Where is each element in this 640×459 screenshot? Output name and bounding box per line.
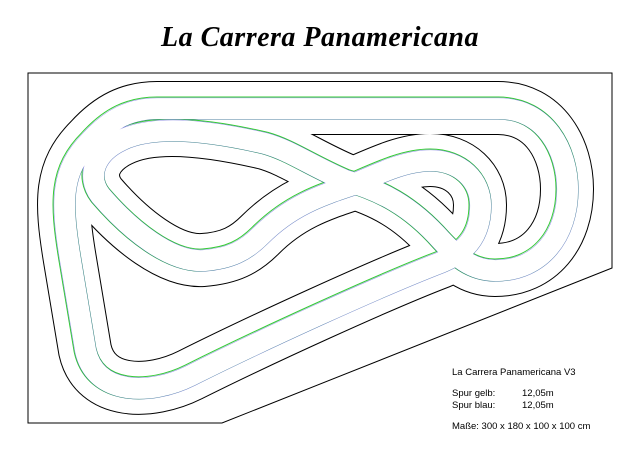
dimensions: Maße: 300 x 180 x 100 x 100 cm (452, 421, 591, 432)
lane-length-row: Spur blau: 12,05m (452, 400, 590, 412)
layout-name: La Carrera Panamericana V3 (452, 367, 576, 378)
lane-label: Spur gelb: (452, 388, 496, 399)
track-surface (64, 108, 567, 388)
info-box: La Carrera Panamericana V3 Spur gelb: 12… (452, 367, 590, 433)
table-outline (27, 72, 613, 424)
lane-label: Spur blau: (452, 400, 496, 411)
lane-length-row: Spur gelb: 12,05m (452, 388, 590, 400)
lane-length: 12,05m (522, 400, 554, 411)
layout-title: La Carrera Panamericana (161, 22, 479, 53)
lane-length: 12,05m (522, 388, 554, 399)
